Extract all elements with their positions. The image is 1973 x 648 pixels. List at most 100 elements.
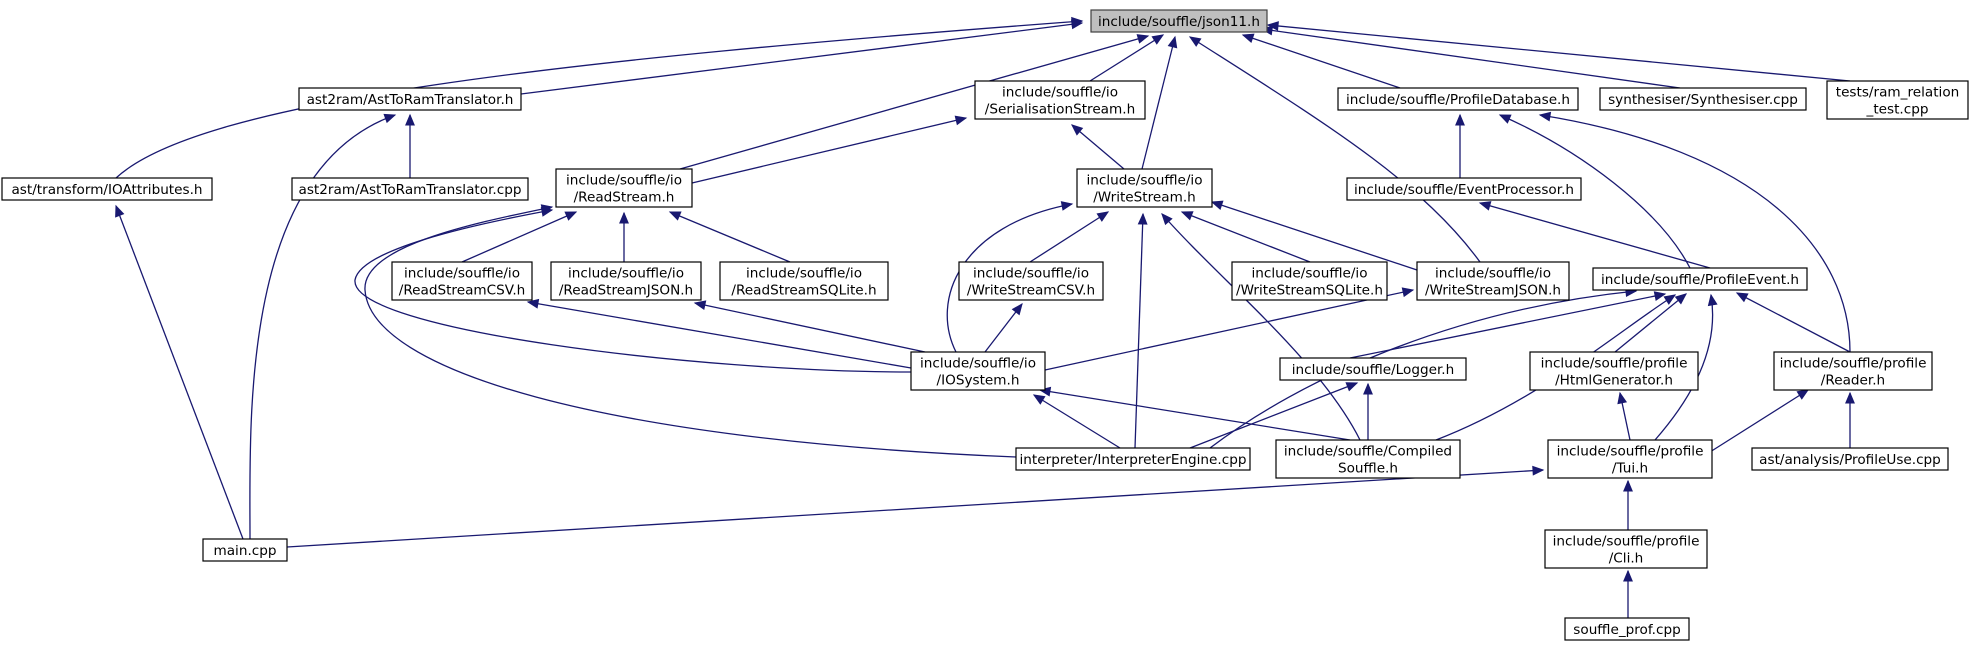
node-label: ast/transform/IOAttributes.h [11, 182, 202, 198]
node-box [291, 177, 529, 201]
node-box [298, 87, 522, 111]
node-box [555, 168, 693, 208]
node-label: ast2ram/AstToRamTranslator.h [307, 92, 514, 108]
node-label: interpreter/InterpreterEngine.cpp [1020, 452, 1247, 468]
node-json11: include/souffle/json11.h [1090, 9, 1268, 33]
edge-interpreterengine-to-readstream [364, 204, 1017, 458]
node-ram_relation_test[interactable]: tests/ram_relation_test.cpp [1826, 80, 1969, 120]
node-readstreamjson[interactable]: include/souffle/io/ReadStreamJSON.h [550, 261, 702, 301]
node-box [1547, 439, 1713, 479]
node-tui[interactable]: include/souffle/profile/Tui.h [1547, 439, 1713, 479]
node-box [1337, 87, 1579, 111]
node-box [1346, 177, 1582, 201]
edge-iosystem-to-readstreamjson [693, 300, 926, 353]
node-label: /WriteStreamJSON.h [1425, 283, 1561, 299]
node-reader[interactable]: include/souffle/profile/Reader.h [1773, 351, 1933, 391]
edge-main-to-asttoram_h [249, 113, 397, 540]
node-box [202, 538, 288, 562]
edge-iosystem-to-writestreamcsv [984, 302, 1023, 353]
node-label: include/souffle/ProfileDatabase.h [1346, 92, 1570, 108]
node-asttoram_h[interactable]: ast2ram/AstToRamTranslator.h [298, 87, 522, 111]
node-iosystem[interactable]: include/souffle/io/IOSystem.h [910, 351, 1046, 391]
edge-interpreterengine-to-logger [1189, 382, 1359, 449]
node-writestreamjson[interactable]: include/souffle/io/WriteStreamJSON.h [1416, 261, 1570, 301]
node-label: /Tui.h [1612, 461, 1648, 477]
node-label: include/souffle/io [1251, 266, 1367, 282]
node-box [974, 80, 1146, 120]
edge-profileevent-to-eventprocessor [1478, 201, 1711, 269]
node-box [1090, 9, 1268, 33]
node-readstream[interactable]: include/souffle/io/ReadStream.h [555, 168, 693, 208]
node-label: include/souffle/json11.h [1098, 14, 1260, 30]
node-serialisationstream[interactable]: include/souffle/io/SerialisationStream.h [974, 80, 1146, 120]
node-writestreamcsv[interactable]: include/souffle/io/WriteStreamCSV.h [958, 261, 1104, 301]
node-box [1, 177, 213, 201]
edge-profiledatabase-to-json11 [1241, 33, 1401, 89]
node-box [1599, 87, 1807, 111]
edge-asttoram_cpp-to-asttoram_h [405, 113, 415, 178]
node-interpreterengine[interactable]: interpreter/InterpreterEngine.cpp [1015, 447, 1251, 471]
node-htmlgenerator[interactable]: include/souffle/profile/HtmlGenerator.h [1529, 351, 1699, 391]
node-souffle_prof[interactable]: souffle_prof.cpp [1564, 617, 1690, 641]
edge-readstreamsqlite-to-readstream [668, 211, 791, 263]
node-asttoram_cpp[interactable]: ast2ram/AstToRamTranslator.cpp [291, 177, 529, 201]
node-label: souffle_prof.cpp [1573, 622, 1680, 638]
node-label: /WriteStream.h [1093, 190, 1196, 206]
node-label: main.cpp [213, 543, 276, 559]
edge-souffle_prof-to-cli [1623, 569, 1633, 618]
edge-writestreamjson-to-json11 [1188, 36, 1481, 263]
node-readstreamcsv[interactable]: include/souffle/io/ReadStreamCSV.h [391, 261, 533, 301]
node-cli[interactable]: include/souffle/profile/Cli.h [1544, 529, 1708, 569]
node-profileuse[interactable]: ast/analysis/ProfileUse.cpp [1751, 447, 1949, 471]
node-box [1544, 529, 1708, 569]
node-label: include/souffle/io [1435, 266, 1551, 282]
node-readstreamsqlite[interactable]: include/souffle/io/ReadStreamSQLite.h [719, 261, 889, 301]
edge-serialisationstream-to-json11 [1089, 34, 1165, 82]
node-main[interactable]: main.cpp [202, 538, 288, 562]
edge-cli-to-tui [1623, 479, 1633, 530]
node-label: /ReadStream.h [574, 190, 675, 206]
node-logger[interactable]: include/souffle/Logger.h [1279, 357, 1467, 381]
node-label: include/souffle/io [920, 356, 1036, 372]
node-label: ast2ram/AstToRamTranslator.cpp [299, 182, 522, 198]
node-box [719, 261, 889, 301]
node-ioattributes[interactable]: ast/transform/IOAttributes.h [1, 177, 213, 201]
node-label: /IOSystem.h [937, 373, 1020, 389]
node-label: include/souffle/io [404, 266, 520, 282]
node-label: include/souffle/profile [1780, 356, 1927, 372]
node-box [391, 261, 533, 301]
edge-readstreamjson-to-readstream [619, 211, 629, 262]
edge-writestreamcsv-to-writestream [1029, 211, 1110, 263]
node-writestreamsqlite[interactable]: include/souffle/io/WriteStreamSQLite.h [1231, 261, 1388, 301]
node-profileevent[interactable]: include/souffle/ProfileEvent.h [1592, 267, 1808, 291]
node-box [1592, 267, 1808, 291]
edge-writestream-to-serialisationstream [1071, 124, 1125, 170]
node-label: /ReadStreamCSV.h [399, 283, 526, 299]
node-eventprocessor[interactable]: include/souffle/EventProcessor.h [1346, 177, 1582, 201]
node-box [910, 351, 1046, 391]
node-box [958, 261, 1104, 301]
edge-interpreterengine-to-writestream [1134, 212, 1148, 449]
edge-interpreterengine-to-iosystem [1032, 394, 1121, 449]
node-synthesiser[interactable]: synthesiser/Synthesiser.cpp [1599, 87, 1807, 111]
edge-writestream-to-json11 [1141, 35, 1178, 170]
node-profiledatabase[interactable]: include/souffle/ProfileDatabase.h [1337, 87, 1579, 111]
node-label: include/souffle/io [1002, 85, 1118, 101]
node-label: include/souffle/io [566, 173, 682, 189]
node-label: /Reader.h [1821, 373, 1885, 389]
node-box [1275, 439, 1461, 479]
node-label: ast/analysis/ProfileUse.cpp [1759, 452, 1941, 468]
node-writestream[interactable]: include/souffle/io/WriteStream.h [1076, 168, 1213, 208]
edge-readstream-to-serialisationstream [691, 115, 968, 184]
edge-readstreamcsv-to-readstream [461, 211, 578, 263]
node-label: /ReadStreamSQLite.h [731, 283, 876, 299]
node-label: include/souffle/io [1086, 173, 1202, 189]
edge-logger-to-profileevent [1349, 291, 1667, 359]
node-box [1279, 357, 1467, 381]
edge-profileuse-to-reader [1845, 391, 1855, 448]
edge-profileevent-to-profiledatabase [1498, 114, 1691, 269]
edge-synthesiser-to-json11 [1260, 25, 1681, 89]
node-label: /WriteStreamSQLite.h [1236, 283, 1383, 299]
